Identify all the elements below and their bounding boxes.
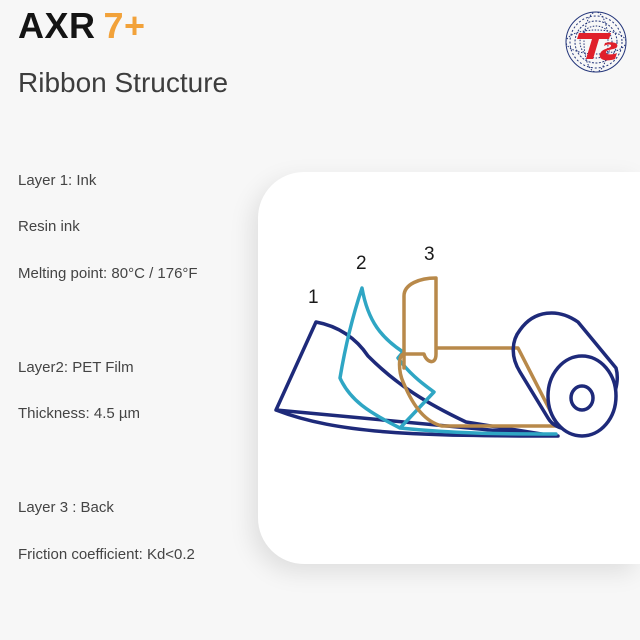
ribbon-structure-diagram: 1 2 3: [274, 244, 619, 438]
ribbon-diagram-card: 1 2 3: [258, 172, 640, 564]
spec-layer1-title: Layer 1: Ink: [18, 172, 97, 189]
layer3-label: 3: [424, 244, 435, 265]
spec-layer2-title: Layer2: PET Film: [18, 359, 134, 376]
layer1-label: 1: [308, 287, 319, 308]
brand-name: AXR: [18, 5, 96, 46]
spec-layer1-melting-point: Melting point: 80°C / 176°F: [18, 265, 198, 282]
company-logo-icon: [565, 11, 627, 73]
spec-layer3-title: Layer 3 : Back: [18, 499, 114, 516]
layer3-back-shape: [397, 276, 560, 428]
spec-layer1-detail: Resin ink: [18, 218, 80, 235]
ribbon-roll-core: [569, 384, 595, 412]
layer2-label: 2: [356, 253, 367, 274]
brand-version: 7+: [103, 5, 146, 46]
layer1-ink-shape: [274, 320, 560, 438]
page-subtitle: Ribbon Structure: [18, 67, 229, 98]
spec-layer3-friction: Friction coefficient: Kd<0.2: [18, 546, 195, 563]
spec-layer2-thickness: Thickness: 4.5 µm: [18, 405, 141, 422]
layer2-pet-film-shape: [338, 286, 558, 436]
